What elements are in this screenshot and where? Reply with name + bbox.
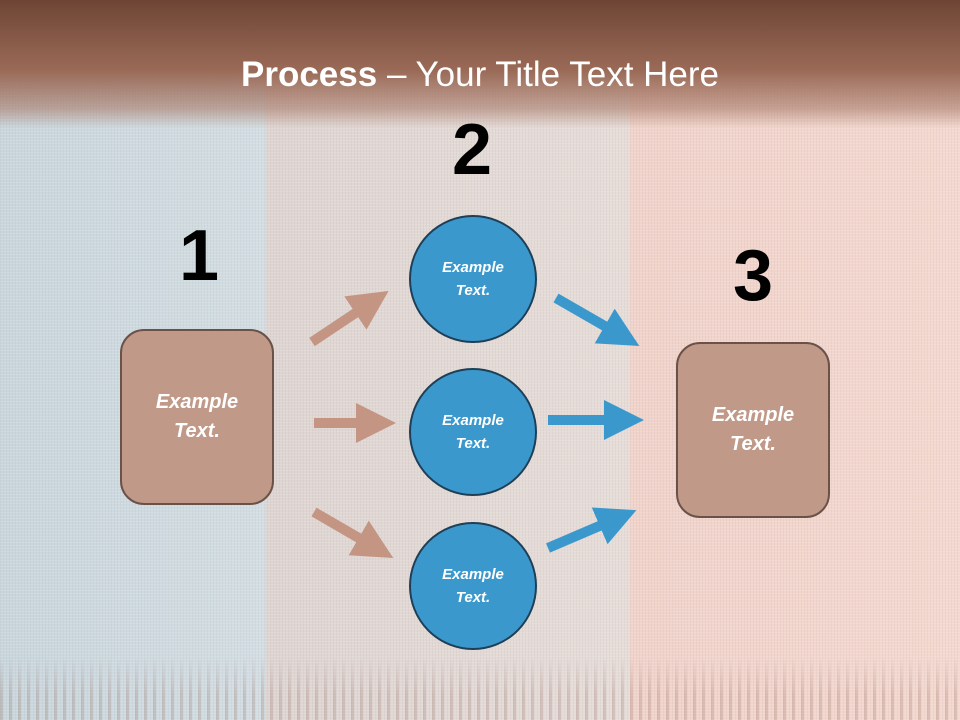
title-rest: – Your Title Text Here (377, 55, 719, 94)
step-2-circle-middle[interactable]: Example Text. (409, 368, 537, 496)
circle-bottom-text: Example Text. (442, 566, 504, 606)
step-1-text: Example Text. (155, 391, 239, 442)
fringe-decoration (0, 658, 960, 720)
step-number-2: 2 (451, 110, 493, 190)
title-bold: Process (241, 55, 378, 94)
step-3-box[interactable]: Example Text. (676, 342, 830, 518)
step-1-box[interactable]: Example Text. (120, 329, 274, 505)
circle-top-text: Example Text. (442, 259, 504, 299)
step-number-1: 1 (178, 216, 220, 296)
arrow-to-bottom-circle (311, 507, 394, 559)
step-number-3: 3 (732, 236, 774, 316)
step-2-circle-bottom[interactable]: Example Text. (409, 522, 537, 650)
slide-title[interactable]: Process – Your Title Text Here (0, 52, 960, 98)
circle-middle-text: Example Text. (442, 412, 504, 452)
arrow-from-bottom-circle (546, 507, 637, 553)
title-band (0, 0, 960, 128)
arrow-to-top-circle (309, 290, 389, 347)
arrow-from-top-circle (553, 293, 640, 346)
step-3-text: Example Text. (711, 404, 795, 455)
step-2-circle-top[interactable]: Example Text. (409, 215, 537, 343)
